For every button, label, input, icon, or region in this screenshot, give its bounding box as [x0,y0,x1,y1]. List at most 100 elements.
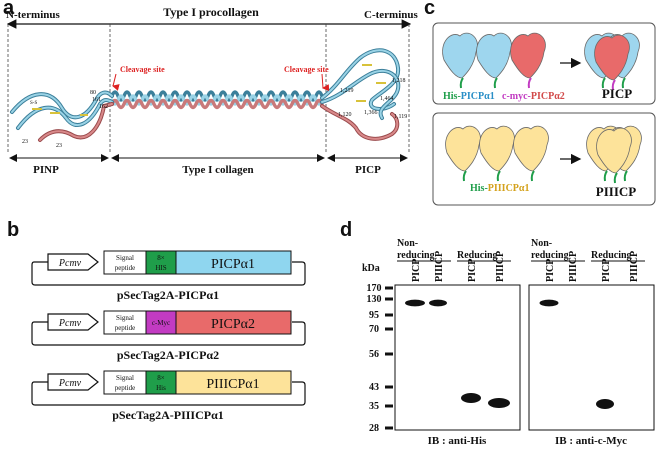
piiicp-assembly-box [432,112,656,206]
promoter-arrow [47,313,99,331]
signal-label: Signal [116,374,134,382]
panel-label-c: c [424,0,435,19]
lane-label: PICP [467,259,478,282]
picp-label: PICP [355,164,381,176]
promoter-arrow [47,373,99,391]
marker-label: 70 [369,324,379,335]
panel-label-d: d [340,219,352,241]
marker-tick [385,297,393,301]
lane-label: PIIICP [629,251,640,282]
cleavage-arrow-right [321,73,330,92]
group-label: Non- [397,238,418,249]
lane-label: PIIICP [434,251,445,282]
piiicp-product-label: PIIICP [596,184,637,199]
marker-label: 56 [369,349,379,360]
residue-1219: 1,219 [340,88,354,94]
marker-label: 35 [369,401,379,412]
propeptide-chain [445,125,481,182]
protein-band [596,399,614,409]
cmyc-tag-label: c-myc- [502,91,531,102]
plasmid-name: pSecTag2A-PIIICPα1 [112,408,224,422]
promoter-label: Pcmv [58,378,82,389]
blot-membrane [528,284,655,431]
propeptide-chain [594,34,630,91]
protein-band [405,299,425,307]
signal-label: peptide [115,384,136,392]
plasmid-name: pSecTag2A-PICPα2 [117,348,219,362]
piiicp-chain-label: His-PIIICPα1 [470,183,529,194]
tag-label: HIS [155,264,166,272]
plasmid-backbone [31,381,306,406]
gene-label: PICPα2 [211,317,255,332]
picp-assembly-box [432,22,656,105]
plasmid-backbone [31,261,306,286]
promoter-label: Pcmv [58,258,82,269]
cleavage-site-right: Cleavage site [284,65,329,74]
panel-label-a: a [3,0,15,19]
gene-box [175,310,292,335]
pinp-label: PINP [33,164,59,176]
triple-helix [110,90,324,110]
marker-label: 170 [367,283,382,294]
propeptide-chain [476,32,512,89]
assembly-shapes [442,32,642,184]
tag-label: His [156,384,166,392]
residue-80: 80 [90,90,96,96]
region-guides [7,24,410,152]
propeptide-chain [510,32,546,89]
marker-label: 28 [369,423,379,434]
promoter-arrow [47,253,99,271]
group-label: reducing [531,250,569,261]
propeptide-chain [596,127,632,184]
propeptide-chain [479,125,515,182]
construct-3: Pcmv Signal peptide 8× His PIIICPα1 pSecTag2A-… [31,370,306,422]
plasmid-backbone [31,321,306,346]
lane-label: PICP [601,259,612,282]
gene-label: PICPα1 [211,257,255,272]
protein-band [461,393,481,403]
signal-label: peptide [115,264,136,272]
ib-label: IB : anti-His [428,435,487,447]
c-terminus-label: C-terminus [364,9,418,21]
tag-label: c-Myc [152,319,170,327]
marker-tick [385,313,393,317]
marker-label: 130 [367,294,382,305]
picp-chain-labels: His-PICPα1 c-myc-PICPα2 [443,91,565,102]
construct-2: Pcmv Signal peptide c-Myc PICPα2 pSecTag2A-PI… [31,310,306,362]
lane-label: PIIICP [568,251,579,282]
residue-1218: 1,218 [392,78,406,84]
lane-label: PICP [411,259,422,282]
picp-alpha1-label: PICPα1 [461,91,495,102]
tag-label: 8× [157,374,165,382]
gene-label: PIIICPα1 [206,377,259,392]
disulfide-bonds-n [32,108,88,116]
collagen-label: Type I collagen [182,164,253,176]
picp-product-label: PICP [602,86,632,101]
promoter-label: Pcmv [58,318,82,329]
protein-band [429,299,447,307]
residue-23b: 23 [56,143,62,149]
his-tag-label: His- [443,91,461,102]
gene-box [175,250,292,275]
svg-text:His-PICPα1: His-PICPα1 [443,91,495,102]
signal-label: peptide [115,324,136,332]
panel-label-b: b [7,219,19,241]
residue-23a: 23 [22,139,28,145]
gene-box [175,370,292,395]
marker-tick [385,352,393,356]
marker-tick [385,426,393,430]
group-label: Reducing [591,250,632,261]
residue-1119: 1,119 [394,114,407,120]
picp-alpha2-label: PICPα2 [531,91,565,102]
marker-tick [385,404,393,408]
marker-label: 43 [369,382,379,393]
residue-162: 162 [99,104,108,110]
marker-tick [385,327,393,331]
signal-label: Signal [116,314,134,322]
